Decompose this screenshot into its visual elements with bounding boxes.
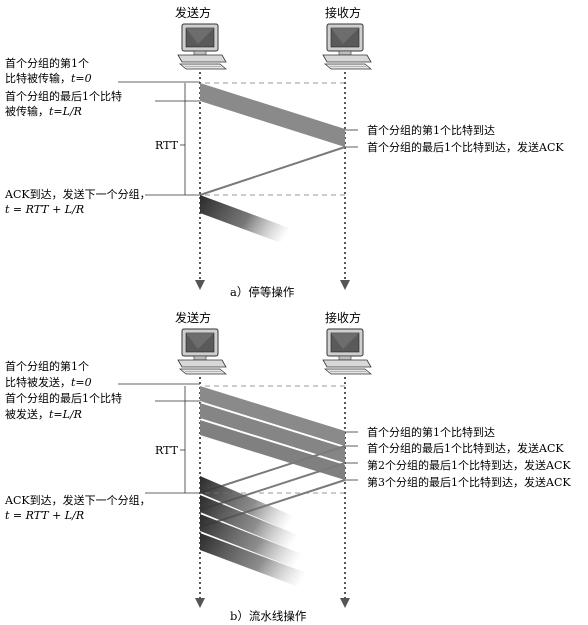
ack-arrive-label-1: ACK到达，发送下一个分组，: [4, 187, 151, 201]
sender-label: 发送方: [175, 5, 211, 20]
next-packet-band: [200, 533, 320, 595]
packet-1-band: [200, 386, 345, 446]
right-label-pkt1-last-bit-arrive: 首个分组的最后1个比特到达，发送ACK: [367, 441, 564, 455]
right-label-last-bit-arrive: 首个分组的最后1个比特到达，发送ACK: [367, 140, 564, 154]
rtt-label: RTT: [155, 139, 179, 152]
receiver-label: 接收方: [325, 5, 361, 20]
right-label-first-bit-arrive: 首个分组的第1个比特到达: [367, 123, 495, 137]
next-packet-band: [200, 495, 310, 557]
ack-line-1: [199, 445, 346, 494]
last-bit-sent-label-1: 首个分组的最后1个比特: [5, 391, 122, 405]
ack-arrive-label-2: t = RTT + L/R: [5, 203, 84, 216]
rtt-label: RTT: [155, 444, 179, 457]
next-packet-band: [200, 195, 300, 250]
panel-a: 发送方 接收方 RTT 首个分组的第1个 比特被传输，t=0 首个分组的最后1个…: [4, 5, 564, 299]
packet-3-band: [200, 420, 345, 480]
next-packet-band: [200, 476, 305, 538]
receiver-timeline-arrow-icon: [340, 598, 350, 608]
right-label-pkt2-last-bit-arrive: 第2个分组的最后1个比特到达，发送ACK: [367, 458, 571, 472]
last-bit-sent-label-2: 被传输，t=L/R: [5, 104, 82, 118]
receiver-label: 接收方: [325, 310, 361, 325]
packet-2-band: [200, 403, 345, 463]
panel-b: 发送方 接收方 RTT 首个分组的第1个 比特被发: [4, 310, 571, 623]
ack-arrive-label-2: t = RTT + L/R: [5, 509, 84, 522]
ack-line: [199, 146, 346, 196]
last-bit-sent-label-2: 被发送，t=L/R: [5, 407, 82, 421]
sender-timeline-arrow-icon: [195, 280, 205, 290]
right-label-first-bit-arrive: 首个分组的第1个比特到达: [367, 425, 495, 439]
first-bit-sent-label-1: 首个分组的第1个: [5, 56, 89, 70]
sender-label: 发送方: [175, 310, 211, 325]
sender-timeline-arrow-icon: [195, 598, 205, 608]
receiver-computer-icon: [322, 328, 372, 375]
ack-arrive-label-1: ACK到达，发送下一个分组，: [4, 493, 151, 507]
sender-computer-icon: [177, 23, 227, 70]
packet-transmission-band: [200, 83, 345, 147]
receiver-computer-icon: [322, 23, 372, 70]
first-bit-sent-label-2: 比特被传输，t=0: [5, 71, 92, 85]
first-bit-sent-label-2: 比特被发送，t=0: [5, 375, 92, 389]
sender-computer-icon: [177, 328, 227, 375]
next-packet-band: [200, 514, 315, 576]
right-label-pkt3-last-bit-arrive: 第3个分组的最后1个比特到达，发送ACK: [367, 475, 571, 489]
caption-a: a）停等操作: [230, 285, 295, 299]
receiver-timeline-arrow-icon: [340, 280, 350, 290]
caption-b: b）流水线操作: [230, 609, 307, 623]
last-bit-sent-label-1: 首个分组的最后1个比特: [5, 89, 122, 103]
first-bit-sent-label-1: 首个分组的第1个: [5, 359, 89, 373]
